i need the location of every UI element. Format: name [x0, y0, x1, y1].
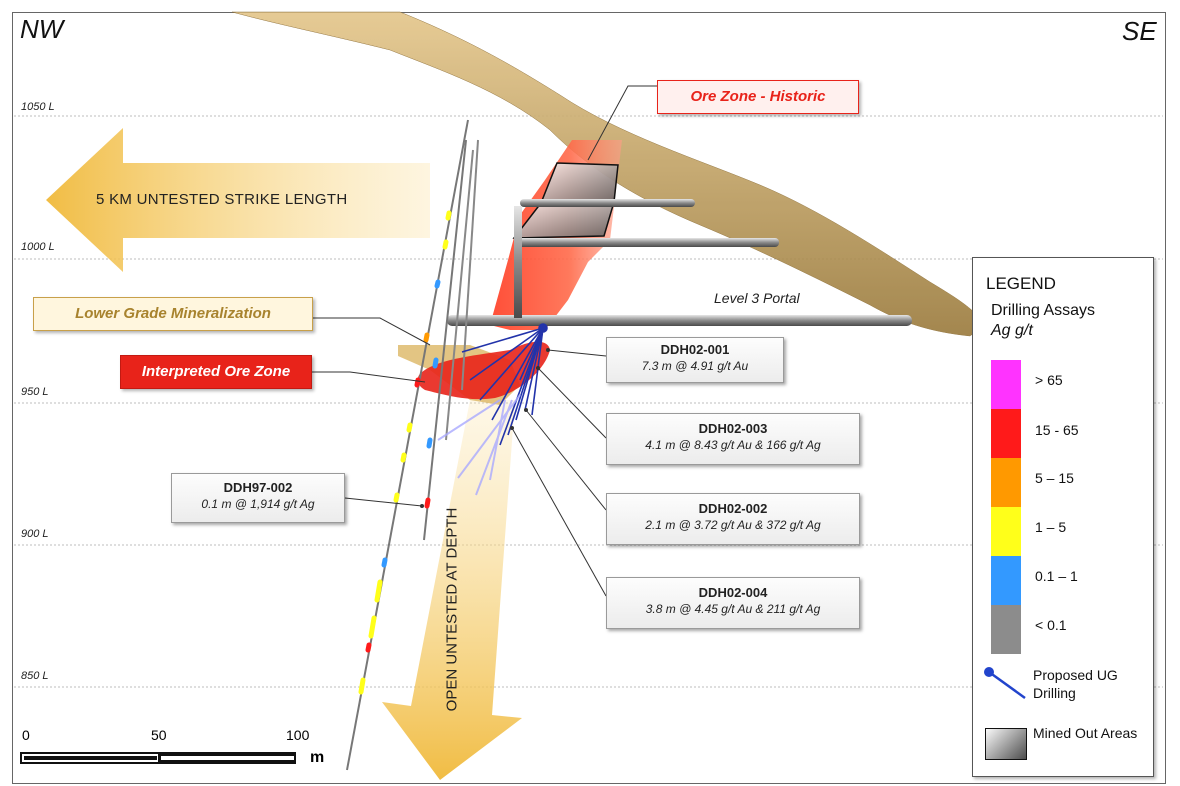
- legend-title: LEGEND: [986, 274, 1056, 293]
- legend-label-15-65: 15 - 65: [1035, 422, 1079, 438]
- legend-panel: LEGEND Drilling Assays Ag g/t > 65 15 - …: [972, 257, 1154, 777]
- callout-result: 3.8 m @ 4.45 g/t Au & 211 g/t Ag: [645, 602, 821, 616]
- ore-zone-historic-label: Ore Zone - Historic: [657, 80, 859, 114]
- level-3-portal-label: Level 3 Portal: [714, 290, 800, 306]
- interpreted-ore-zone-label: Interpreted Ore Zone: [120, 355, 312, 389]
- legend-label-1-5: 1 – 5: [1035, 519, 1067, 535]
- legend-swatch-15-65: [991, 409, 1021, 458]
- level-label-1050: 1050 L: [21, 101, 55, 113]
- callout-hole-id: DDH97-002: [223, 480, 293, 495]
- callout-ddh02-003: DDH02-003 4.1 m @ 8.43 g/t Au & 166 g/t …: [606, 413, 860, 465]
- depth-arrow: [382, 400, 522, 780]
- strike-length-label: 5 KM UNTESTED STRIKE LENGTH: [96, 191, 348, 208]
- level-label-1000: 1000 L: [21, 241, 55, 253]
- legend-swatch-1-5: [991, 507, 1021, 556]
- current-drill-traces: [437, 394, 521, 496]
- callout-ddh02-004: DDH02-004 3.8 m @ 4.45 g/t Au & 211 g/t …: [606, 577, 860, 629]
- callout-ddh02-002: DDH02-002 2.1 m @ 3.72 g/t Au & 372 g/t …: [606, 493, 860, 545]
- level-label-900: 900 L: [21, 528, 49, 540]
- legend-swatch-0.1-1: [991, 556, 1021, 605]
- level-gridlines: [14, 115, 1163, 688]
- callout-result: 7.3 m @ 4.91 g/t Au: [641, 359, 749, 373]
- scale-bar-graphic: [20, 752, 296, 764]
- scale-tick-50: 50: [151, 727, 167, 743]
- callout-ddh02-001: DDH02-001 7.3 m @ 4.91 g/t Au: [606, 337, 784, 383]
- legend-swatch-lt0.1: [991, 605, 1021, 654]
- callout-hole-id: DDH02-002: [698, 501, 768, 516]
- callout-result: 4.1 m @ 8.43 g/t Au & 166 g/t Ag: [645, 438, 821, 452]
- legend-proposed-label: Proposed UG Drilling: [1033, 667, 1118, 701]
- scale-tick-0: 0: [22, 727, 30, 743]
- underground-workings: [447, 199, 912, 326]
- callout-hole-id: DDH02-003: [698, 421, 768, 436]
- lower-grade-label: Lower Grade Mineralization: [33, 297, 313, 331]
- legend-label-gt65: > 65: [1035, 372, 1063, 388]
- depth-label: OPEN UNTESTED AT DEPTH: [443, 507, 461, 712]
- legend-label-0.1-1: 0.1 – 1: [1035, 568, 1078, 584]
- orientation-se: SE: [1122, 16, 1157, 46]
- legend-swatch-gt65: [991, 360, 1021, 409]
- orientation-nw: NW: [20, 14, 64, 44]
- strike-length-arrow: [46, 128, 430, 272]
- legend-subtitle: Drilling Assays: [991, 302, 1096, 319]
- callout-hole-id: DDH02-004: [698, 585, 768, 600]
- scale-unit: m: [310, 749, 325, 766]
- legend-label-lt0.1: < 0.1: [1035, 617, 1067, 633]
- legend-swatch-5-15: [991, 458, 1021, 507]
- proposed-drilling-icon: [984, 667, 1026, 700]
- level-label-950: 950 L: [21, 386, 49, 398]
- assay-intervals: [358, 210, 452, 695]
- callout-result: 2.1 m @ 3.72 g/t Au & 372 g/t Ag: [645, 518, 821, 532]
- leader-arrowheads: [420, 348, 550, 508]
- legend-mined-label: Mined Out Areas: [1033, 725, 1138, 741]
- callout-result: 0.1 m @ 1,914 g/t Ag: [201, 497, 315, 511]
- scale-tick-100: 100: [286, 727, 310, 743]
- legend-units: Ag g/t: [991, 322, 1033, 339]
- mined-out-swatch: [985, 728, 1027, 760]
- legend-label-5-15: 5 – 15: [1035, 470, 1074, 486]
- callout-ddh97-002: DDH97-002 0.1 m @ 1,914 g/t Ag: [171, 473, 345, 523]
- scale-bar: 0 50 100 m: [20, 727, 340, 773]
- historic-drill-holes: [346, 119, 479, 771]
- level-label-850: 850 L: [21, 670, 49, 682]
- callout-hole-id: DDH02-001: [660, 342, 730, 357]
- proposed-ug-drilling: [461, 323, 548, 446]
- leader-lines: [310, 85, 657, 597]
